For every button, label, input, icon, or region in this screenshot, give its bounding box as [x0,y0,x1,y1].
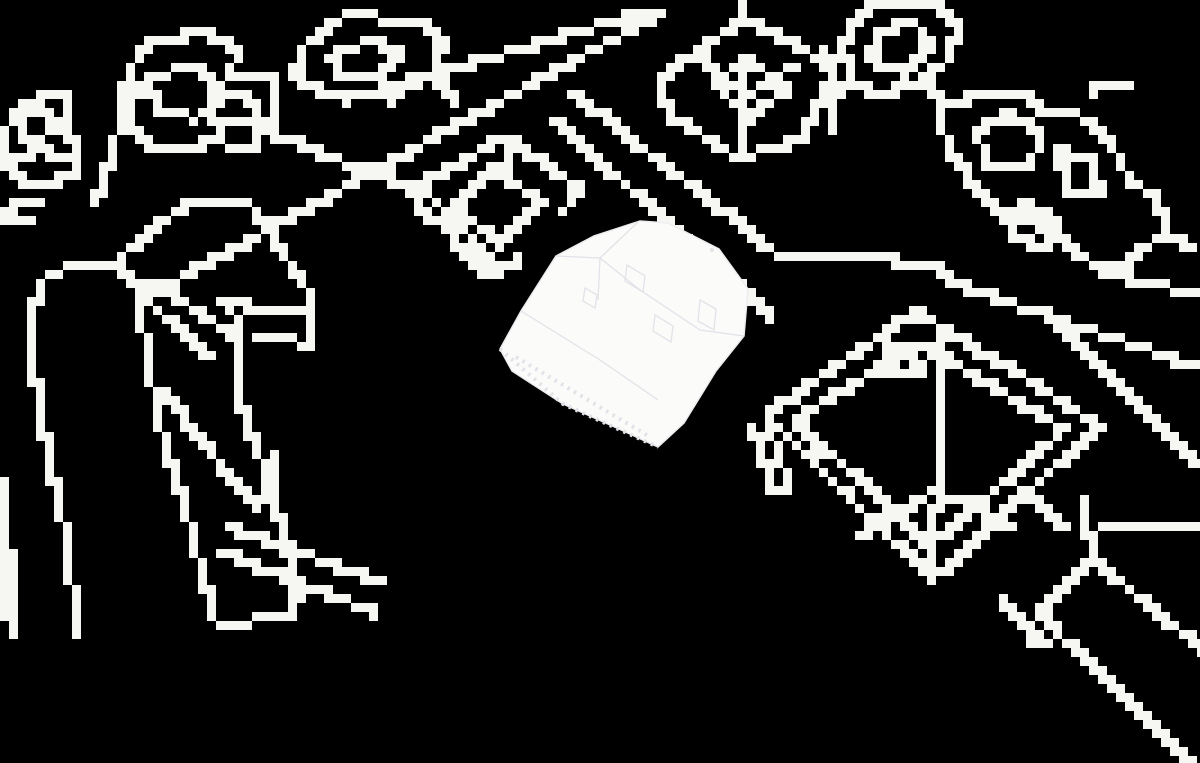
outline-bighouse-right-wall [216,315,306,630]
outline-house-topcenter-outer [657,18,837,162]
outline-leftedge-wall [90,81,144,207]
outline-cluster-right-stub-1 [1089,81,1134,99]
outline-diamond-center-bottom [405,189,495,279]
highlighted-house-body[interactable] [499,220,749,448]
outline-diamond-center-ridge [504,135,513,180]
house-detail-window-2 [652,313,674,344]
outline-diamond-center-cut-1 [486,252,522,279]
outline-corner-house-long-diag [1035,612,1197,763]
outline-bighouse-corner [225,297,243,324]
outline-house-topright-stub-2 [828,81,846,135]
outline-pyramid-house-vent [882,342,927,378]
outline-house-topleft-outer [117,27,279,153]
outline-left-vertical-2 [9,549,18,639]
outline-road-center-upper [567,90,792,261]
house-detail-eave-line [599,257,745,337]
outline-house-topright-stub-1 [819,45,846,63]
outline-cluster-right-stub-2 [1161,225,1197,252]
outline-pyramid-house-hip-1 [927,486,945,576]
outline-cluster-right-hole-2 [1053,144,1107,198]
house-detail-deck-top-edge [520,310,659,401]
outline-house-topright-hole [864,18,936,81]
outline-bighouse-roof-left [108,198,198,270]
outline-house-topcenter-inner [711,54,792,126]
outline-pyramid-house-outer [765,306,1107,585]
highlighted-house[interactable] [498,220,749,449]
outline-corner-house-mark-2 [1026,621,1053,648]
house-detail-wall-corner [597,257,601,301]
outline-house-topright-outer [837,0,963,99]
outline-diamond-center-inner [450,162,549,252]
outline-road-long-diagonal [144,9,666,297]
outline-house-topcenter-stub [738,0,747,27]
outline-corner-house-edge-1 [1017,486,1071,531]
outline-bighouse-outer-left [27,261,117,639]
outline-diamond-center-top [504,135,585,198]
house-detail-window-3 [582,286,598,310]
outline-bighouse-band-4 [135,288,216,360]
outline-road-a-to-diamond [243,117,414,198]
outline-road-right-3 [1098,270,1200,297]
outline-corner-house-horizontal [1098,522,1200,531]
outline-house-topleft-hole-1 [144,63,234,126]
outline-road-right-1 [963,279,1200,369]
outline-cluster-right-hole-3 [1008,198,1062,252]
outline-bighouse-connector [108,261,144,288]
outline-diamond-center-band [414,180,504,270]
outline-pyramid-house-ridge [936,324,945,495]
house-detail-deck-railing-1 [498,347,659,449]
outline-cluster-right-stub-3 [927,81,945,108]
outline-leftedge-mark-1 [0,198,45,216]
outline-house-leftedge-hole [18,108,63,144]
outline-house-topleft-hole-2 [207,90,261,135]
outline-bighouse-v-arm [252,450,279,513]
outline-pyramid-house-left-wall-2 [747,423,783,495]
outline-bighouse-band-2 [252,333,315,351]
outline-corner-house-right-arm [1089,558,1200,657]
outline-leftedge-mark-2 [0,216,36,225]
house-detail-window-1 [624,263,646,294]
outline-house-leftedge-outer [0,90,81,189]
outline-bighouse-bottom-2 [216,549,378,621]
outline-pyramid-house-left-wall-1 [765,414,792,495]
house-detail-window-4 [697,298,717,332]
outline-house-leftedge-line [9,144,72,162]
outline-road-right-2 [1044,315,1200,468]
outline-pyramid-house-hip-3 [936,486,1017,531]
outline-diamond-center-cut-2 [558,189,585,216]
outline-cluster-right-hole-1 [972,108,1044,171]
outline-bighouse-bottom-1 [225,522,387,585]
outline-road-upper-1 [342,9,648,108]
house-roof-dot [710,248,714,252]
outline-cluster-right-outer [936,90,1170,279]
outline-house-topmid-window [324,36,405,81]
outline-pyramid-house-inner [792,342,1071,549]
